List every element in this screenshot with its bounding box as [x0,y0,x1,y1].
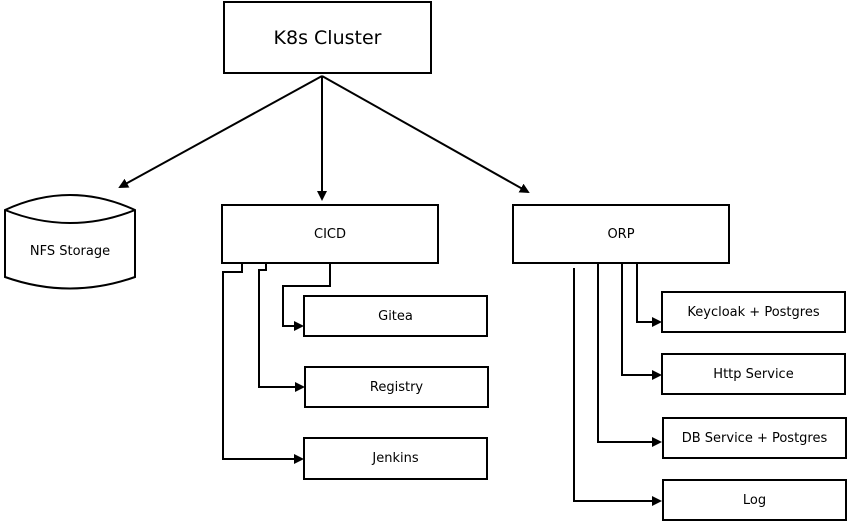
connector-root-to-orp [321,75,530,193]
node-cicd: CICD [221,204,439,264]
connector-orp-to-db-service [597,264,662,447]
connector-cicd-to-gitea [282,264,331,331]
node-db-service-postgres: DB Service + Postgres [662,417,847,459]
connector-orp-to-http-service [621,264,662,380]
node-orp: ORP [512,204,730,264]
nfs-storage-cylinder-top [4,209,136,224]
node-registry: Registry [304,366,489,408]
node-log: Log [662,479,847,521]
node-jenkins: Jenkins [303,437,488,480]
node-http-service: Http Service [661,353,846,395]
connector-root-to-storage [118,75,323,188]
nfs-storage-cylinder [4,194,136,290]
node-nfs-storage-label: NFS Storage [29,243,111,259]
node-keycloak-postgres: Keycloak + Postgres [661,291,846,333]
connector-orp-to-log [573,268,662,506]
node-gitea: Gitea [303,295,488,337]
node-k8s-cluster: K8s Cluster [223,1,432,74]
connector-orp-to-keycloak [636,264,662,327]
connector-cicd-to-registry [258,264,305,392]
connector-cicd-to-jenkins [222,264,304,464]
